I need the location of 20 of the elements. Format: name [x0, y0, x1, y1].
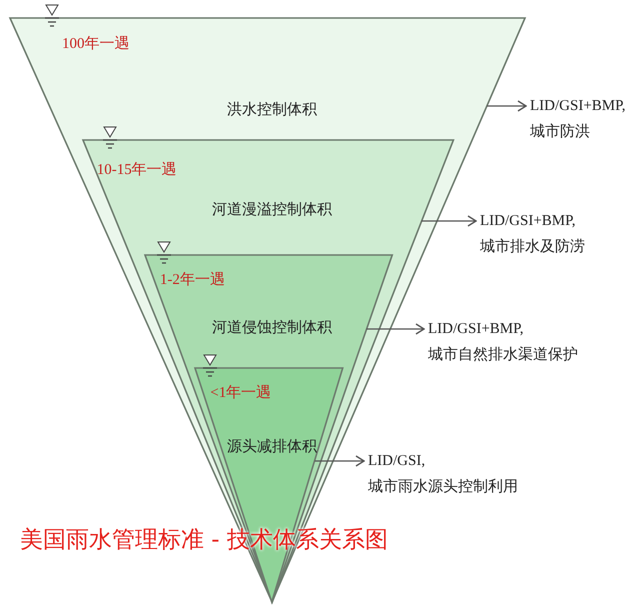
annotation-text: 城市防洪 — [530, 122, 591, 142]
return-period-label: <1年一遇 — [210, 384, 272, 402]
arrow — [486, 100, 527, 112]
return-period-label: 1-2年一遇 — [160, 271, 225, 289]
annotation-text: LID/GSI+BMP, — [480, 212, 577, 231]
volume-label: 河道侵蚀控制体积 — [212, 318, 332, 337]
annotation-text: LID/GSI+BMP, — [530, 97, 626, 116]
volume-label: 源头减排体积 — [226, 438, 317, 456]
annotation-text: 城市雨水源头控制利用 — [368, 477, 518, 497]
annotation-text: LID/GSI, — [368, 452, 426, 471]
annotation-text: 城市自然排水渠道保护 — [428, 345, 578, 365]
arrow — [421, 215, 477, 227]
volume-label: 河道漫溢控制体积 — [212, 200, 332, 219]
annotation-text: LID/GSI+BMP, — [428, 320, 525, 339]
volume-label: 洪水控制体积 — [227, 100, 317, 119]
return-period-label: 10-15年一遇 — [96, 161, 177, 179]
annotation-text: 城市排水及防涝 — [480, 237, 585, 257]
arrow — [366, 323, 425, 335]
return-period-label: 100年一遇 — [62, 35, 130, 53]
arrow — [314, 455, 365, 467]
